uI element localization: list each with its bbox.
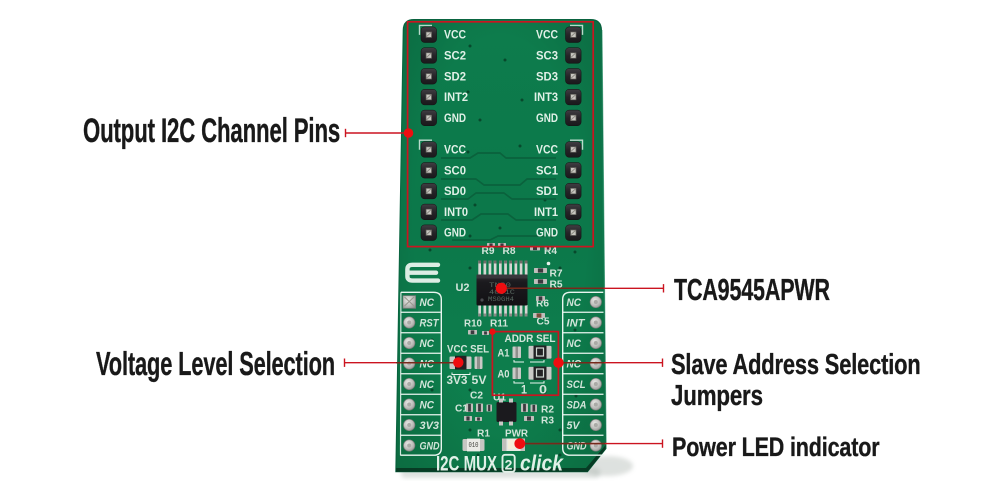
svg-text:SC0: SC0 <box>444 165 466 177</box>
svg-text:2: 2 <box>505 457 513 473</box>
svg-text:R10: R10 <box>464 318 482 330</box>
svg-text:R3: R3 <box>541 415 554 427</box>
svg-text:U2: U2 <box>456 282 470 294</box>
svg-text:0: 0 <box>539 385 547 397</box>
svg-text:SDA: SDA <box>567 400 587 412</box>
svg-text:NC: NC <box>420 400 435 412</box>
svg-text:NC: NC <box>420 338 435 350</box>
svg-text:010: 010 <box>469 442 479 450</box>
svg-text:3V3: 3V3 <box>447 375 468 387</box>
svg-text:C5: C5 <box>537 316 550 328</box>
svg-text:NC: NC <box>567 338 582 350</box>
svg-text:1: 1 <box>521 385 528 397</box>
svg-text:GND: GND <box>444 113 466 125</box>
svg-text:5V: 5V <box>567 420 582 432</box>
svg-text:R1: R1 <box>477 428 490 440</box>
svg-text:A1: A1 <box>498 348 510 360</box>
svg-text:A0: A0 <box>498 369 510 381</box>
svg-text:INT0: INT0 <box>444 207 468 219</box>
svg-text:NC: NC <box>567 297 582 309</box>
svg-text:MS0GH4: MS0GH4 <box>488 296 514 303</box>
svg-text:INT: INT <box>567 318 586 330</box>
svg-text:INT1: INT1 <box>534 207 559 219</box>
svg-text:I2C MUX: I2C MUX <box>436 453 497 476</box>
svg-text:SCL: SCL <box>567 379 586 391</box>
svg-text:SD2: SD2 <box>444 71 466 83</box>
svg-text:PWR: PWR <box>505 428 528 440</box>
svg-text:R7: R7 <box>550 268 563 280</box>
svg-text:R11: R11 <box>490 318 508 330</box>
svg-text:VCC SEL: VCC SEL <box>447 344 489 356</box>
svg-text:GND: GND <box>420 441 440 453</box>
svg-text:SD3: SD3 <box>536 71 558 83</box>
svg-text:VCC: VCC <box>536 30 558 42</box>
svg-text:NC: NC <box>567 359 582 371</box>
svg-text:5V: 5V <box>472 375 487 387</box>
svg-text:R8: R8 <box>503 245 516 257</box>
svg-text:VCC: VCC <box>536 145 558 157</box>
svg-text:GND: GND <box>567 441 587 453</box>
svg-text:RST: RST <box>420 318 440 330</box>
svg-text:INT3: INT3 <box>534 92 558 104</box>
svg-text:ADDR SEL: ADDR SEL <box>505 333 556 345</box>
svg-text:C2: C2 <box>470 390 483 402</box>
svg-text:C1: C1 <box>455 403 468 415</box>
svg-text:GND: GND <box>444 228 466 240</box>
svg-text:NC: NC <box>420 359 435 371</box>
svg-text:GND: GND <box>536 228 558 240</box>
svg-text:click: click <box>520 451 565 476</box>
svg-text:SD0: SD0 <box>444 186 466 198</box>
svg-text:R5: R5 <box>550 279 563 291</box>
svg-text:R9: R9 <box>482 245 495 257</box>
svg-text:VCC: VCC <box>444 30 466 42</box>
svg-text:GND: GND <box>536 113 558 125</box>
svg-text:NC: NC <box>420 297 435 309</box>
svg-text:3V3: 3V3 <box>420 420 440 432</box>
svg-text:SC1: SC1 <box>536 165 559 177</box>
svg-text:SC3: SC3 <box>536 51 558 63</box>
svg-text:SC2: SC2 <box>444 51 466 63</box>
svg-text:NC: NC <box>420 379 435 391</box>
svg-text:R2: R2 <box>541 404 554 416</box>
svg-text:SD1: SD1 <box>536 186 559 198</box>
svg-text:VCC: VCC <box>444 145 466 157</box>
svg-text:INT2: INT2 <box>444 92 468 104</box>
